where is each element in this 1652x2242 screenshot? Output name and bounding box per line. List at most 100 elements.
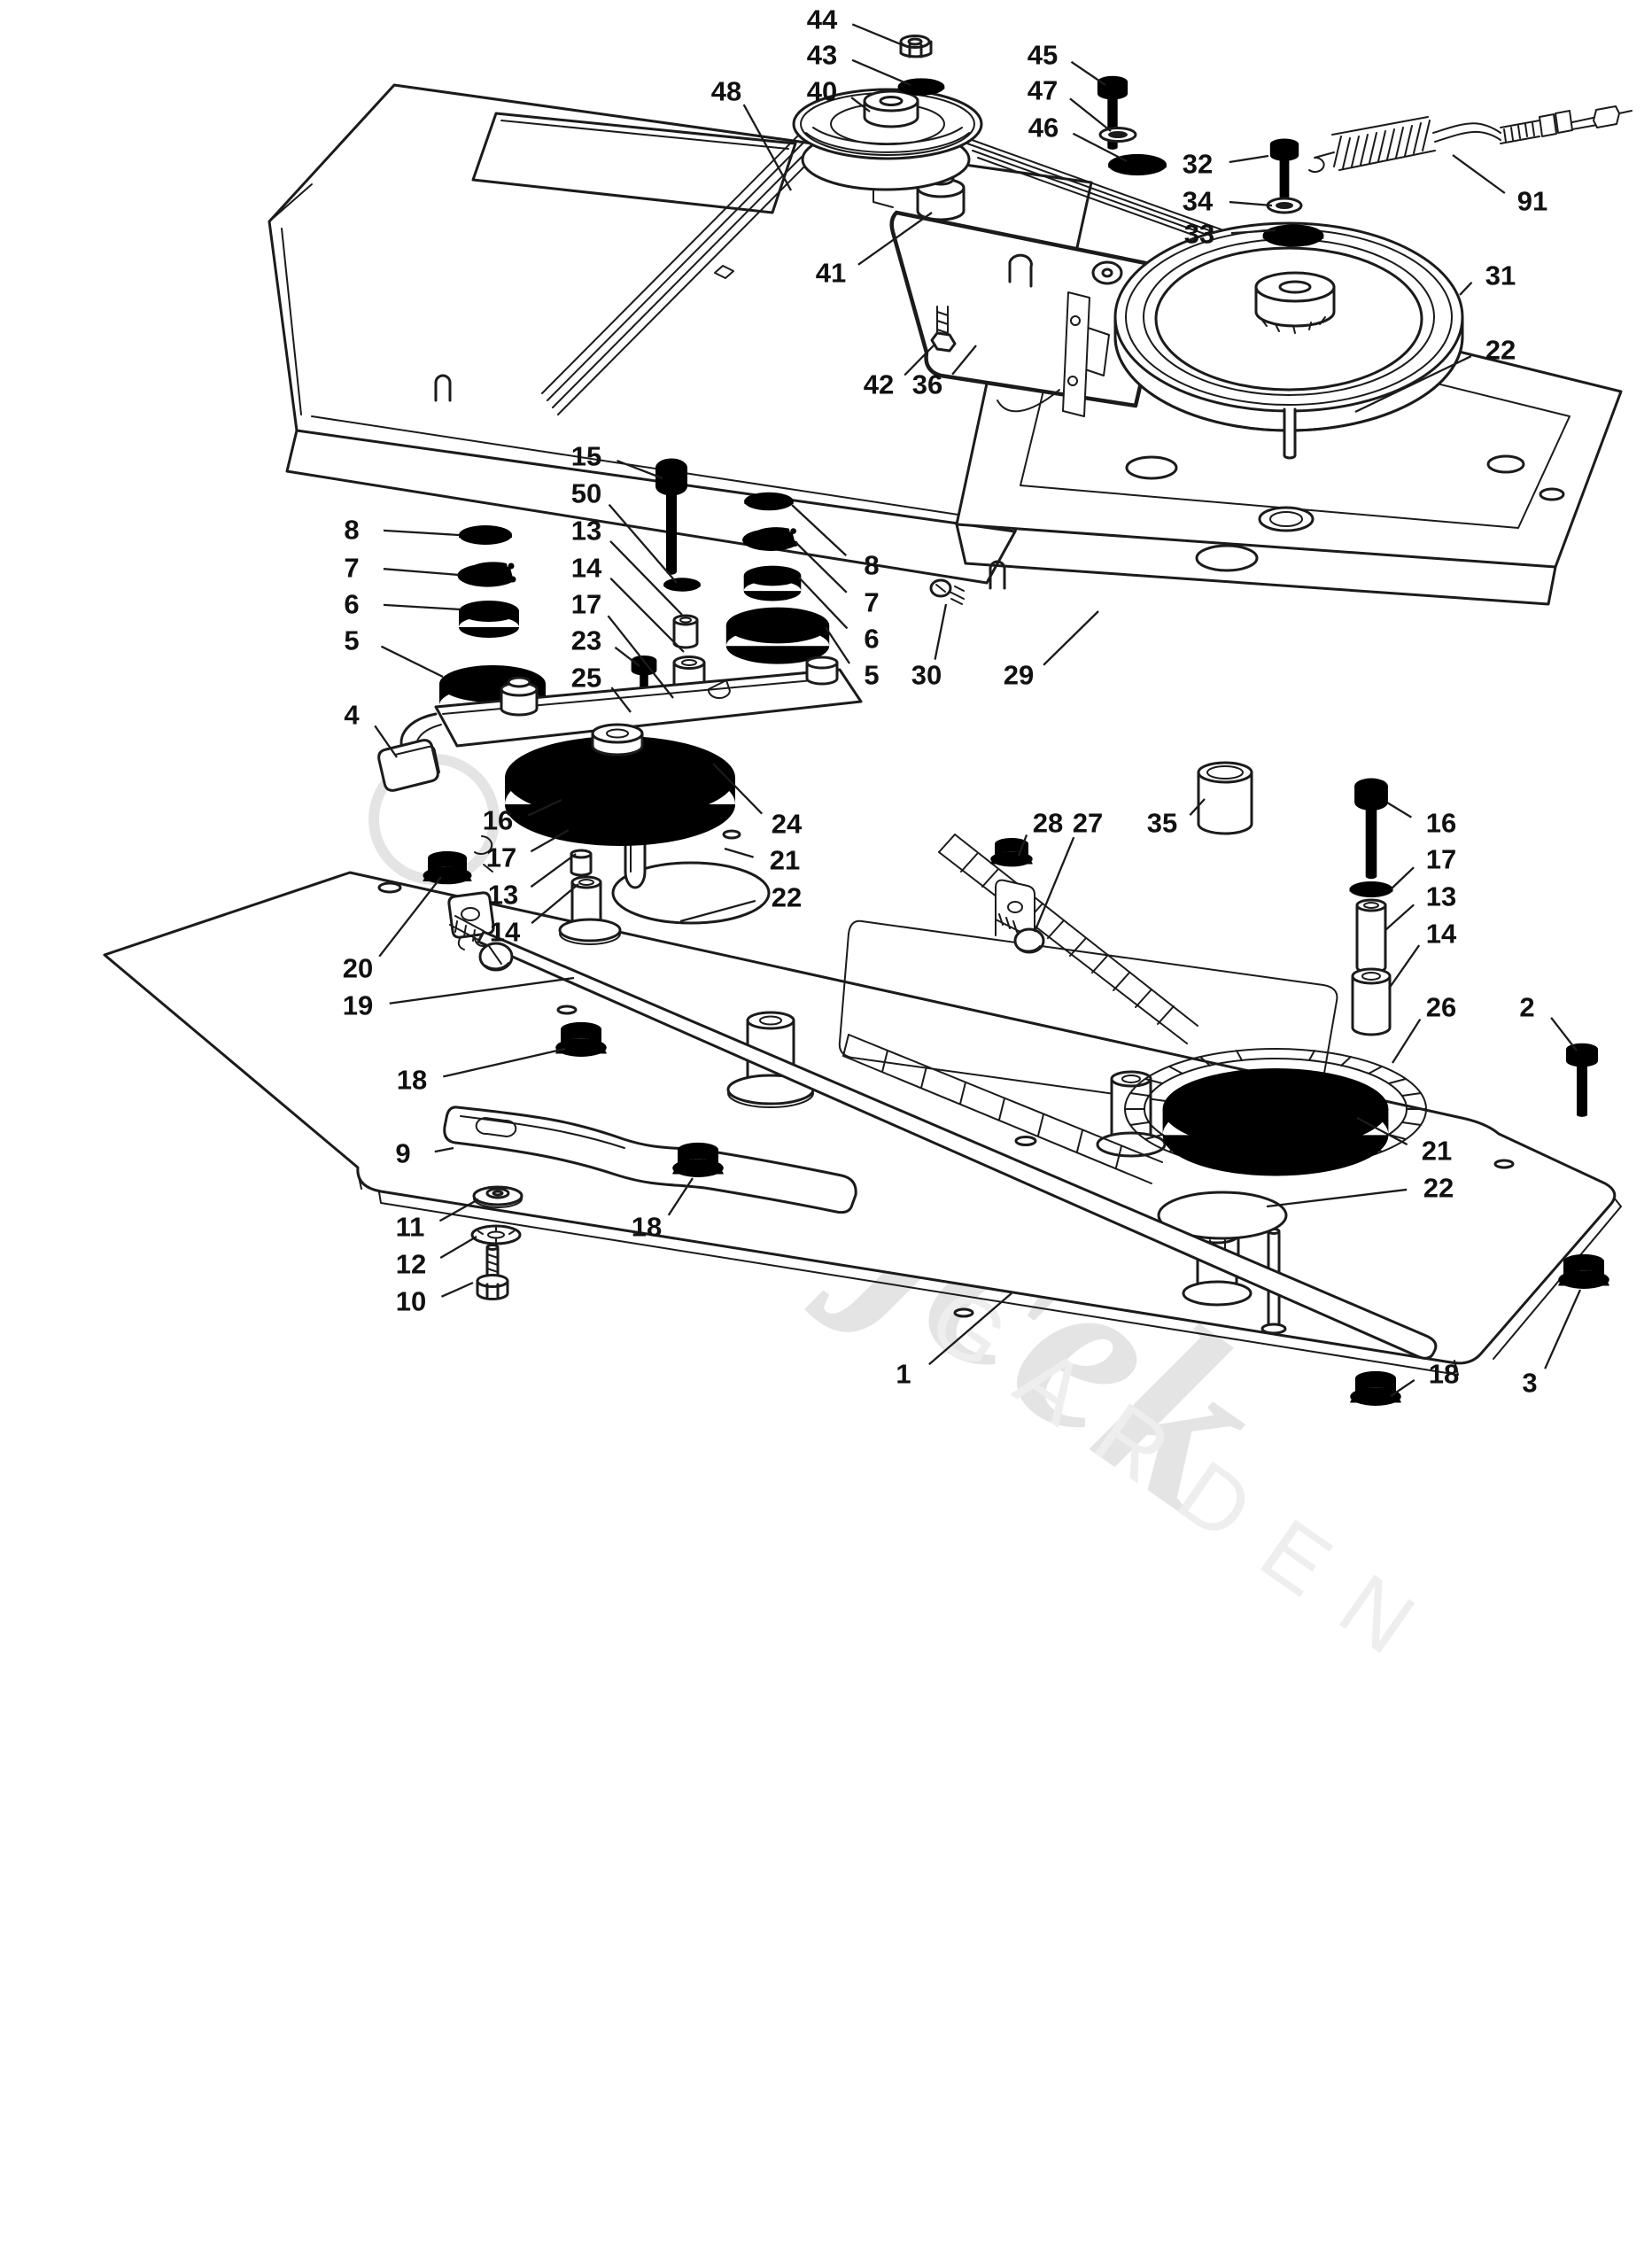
leader-line-24 — [712, 763, 763, 815]
bearing-6 — [459, 601, 519, 638]
callout-4: 4 — [344, 700, 360, 731]
callout-35: 35 — [1147, 808, 1177, 839]
callout-24: 24 — [772, 809, 803, 840]
callout-13: 13 — [571, 516, 601, 547]
callout-22: 22 — [1423, 1173, 1454, 1204]
leader-line-32 — [1229, 154, 1269, 164]
washer-17 — [1349, 881, 1393, 898]
callout-7: 7 — [864, 587, 879, 618]
leader-line-35 — [1189, 798, 1206, 816]
leader-line-22 — [1266, 1188, 1408, 1208]
spacer-14 — [1353, 969, 1390, 1035]
leader-line-20 — [378, 876, 442, 958]
callout-91: 91 — [1517, 186, 1547, 217]
leader-line-42 — [904, 343, 936, 376]
callout-14: 14 — [490, 917, 521, 948]
callout-45: 45 — [1028, 40, 1058, 71]
leader-line-28 — [1017, 834, 1028, 857]
plate-posts — [728, 1012, 1286, 1333]
leader-line-14 — [609, 577, 685, 653]
bracket-9 — [445, 1107, 856, 1213]
pulley-40-assembly — [794, 36, 981, 190]
leader-line-17 — [1390, 866, 1415, 890]
belt-48 — [542, 131, 1323, 415]
screw-30 — [931, 580, 964, 604]
leader-line-16 — [1386, 802, 1412, 818]
leader-line-25 — [610, 687, 632, 713]
callout-40: 40 — [807, 76, 837, 107]
callout-5: 5 — [344, 625, 359, 656]
callout-22: 22 — [1485, 335, 1516, 366]
leader-line-13 — [530, 853, 577, 888]
callout-23: 23 — [571, 625, 601, 656]
callout-42: 42 — [864, 369, 894, 400]
leader-line-10 — [441, 1281, 474, 1298]
leader-line-6 — [798, 577, 849, 630]
leader-line-6 — [383, 603, 461, 611]
leader-line-13 — [1384, 904, 1415, 931]
flange-nut-18 — [672, 1142, 724, 1177]
callout-32: 32 — [1183, 149, 1213, 180]
nut-28 — [990, 838, 1033, 867]
leader-line-14 — [1388, 944, 1421, 989]
bolt-10 — [477, 1245, 508, 1299]
callout-17: 17 — [571, 589, 601, 620]
leader-line-50 — [608, 503, 678, 584]
deck-cover — [269, 85, 1091, 583]
leader-line-36 — [951, 345, 977, 376]
callout-15: 15 — [571, 441, 601, 472]
washer-33 — [1262, 224, 1324, 247]
leader-line-33 — [1230, 229, 1276, 235]
nut-44 — [901, 36, 931, 58]
circlip-7 — [742, 527, 798, 551]
pulley-5 — [725, 607, 830, 664]
seal-8 — [459, 525, 512, 545]
flange-nut-18 — [555, 1021, 607, 1057]
callout-1: 1 — [896, 1359, 911, 1390]
bolt-45-washers — [1097, 75, 1167, 176]
leader-line-23 — [614, 646, 640, 667]
callout-9: 9 — [395, 1138, 410, 1169]
callout-36: 36 — [912, 369, 942, 400]
washer-43 — [897, 78, 945, 96]
callout-46: 46 — [1028, 112, 1059, 144]
bushing-35 — [1198, 763, 1252, 834]
lock-washer-12 — [472, 1226, 520, 1244]
callout-50: 50 — [571, 478, 601, 509]
leader-line-40 — [850, 97, 871, 112]
callout-21: 21 — [770, 845, 800, 876]
callout-18: 18 — [397, 1065, 427, 1096]
leader-line-43 — [851, 58, 911, 87]
leader-line-1 — [928, 1292, 1012, 1366]
leader-line-30 — [934, 603, 948, 660]
callout-16: 16 — [483, 805, 513, 836]
leader-line-48 — [742, 104, 793, 191]
bolt-15-column — [655, 458, 704, 706]
callout-3: 3 — [1522, 1368, 1537, 1399]
leader-line-46 — [1072, 132, 1128, 163]
leader-line-16 — [527, 798, 562, 817]
callout-7: 7 — [344, 553, 359, 584]
washer-50 — [663, 578, 701, 592]
callout-14: 14 — [1426, 919, 1457, 950]
flange-nut-3 — [1558, 1253, 1609, 1289]
spacer-13 — [1357, 900, 1385, 973]
leader-line-91 — [1452, 154, 1506, 194]
callout-47: 47 — [1028, 75, 1058, 106]
leader-line-45 — [1070, 60, 1106, 86]
callout-30: 30 — [911, 660, 942, 691]
callout-5: 5 — [864, 660, 879, 691]
callout-28: 28 — [1033, 808, 1063, 839]
leader-line-22 — [1354, 355, 1472, 414]
engagement-plate-36 — [873, 174, 1167, 406]
leader-line-5 — [380, 645, 444, 679]
leader-line-21 — [724, 847, 754, 858]
stack-right — [725, 492, 830, 664]
timing-pulley-21-upper — [505, 725, 740, 846]
washer-17 — [559, 824, 596, 838]
callout-48: 48 — [711, 76, 741, 107]
callout-20: 20 — [343, 953, 373, 984]
hardware-mid-column — [475, 788, 620, 945]
